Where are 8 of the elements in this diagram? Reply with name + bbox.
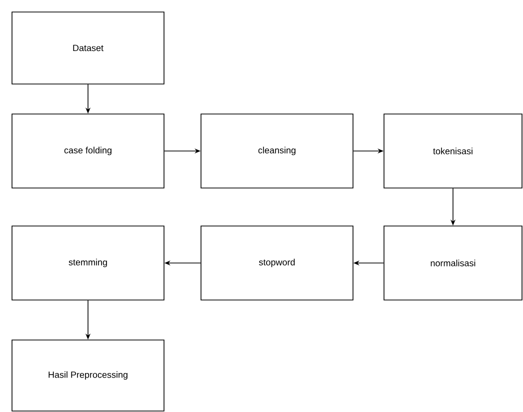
process-box: tokenisasi [384, 114, 522, 188]
process-box: Dataset [12, 12, 164, 84]
process-box: stopword [200, 226, 354, 300]
process-box: Hasil Preprocessing [12, 340, 164, 412]
process-box: cleansing [200, 114, 354, 188]
process-box: case folding [12, 114, 164, 188]
process-box: stemming [12, 226, 164, 300]
process-box: normalisasi [384, 226, 522, 300]
